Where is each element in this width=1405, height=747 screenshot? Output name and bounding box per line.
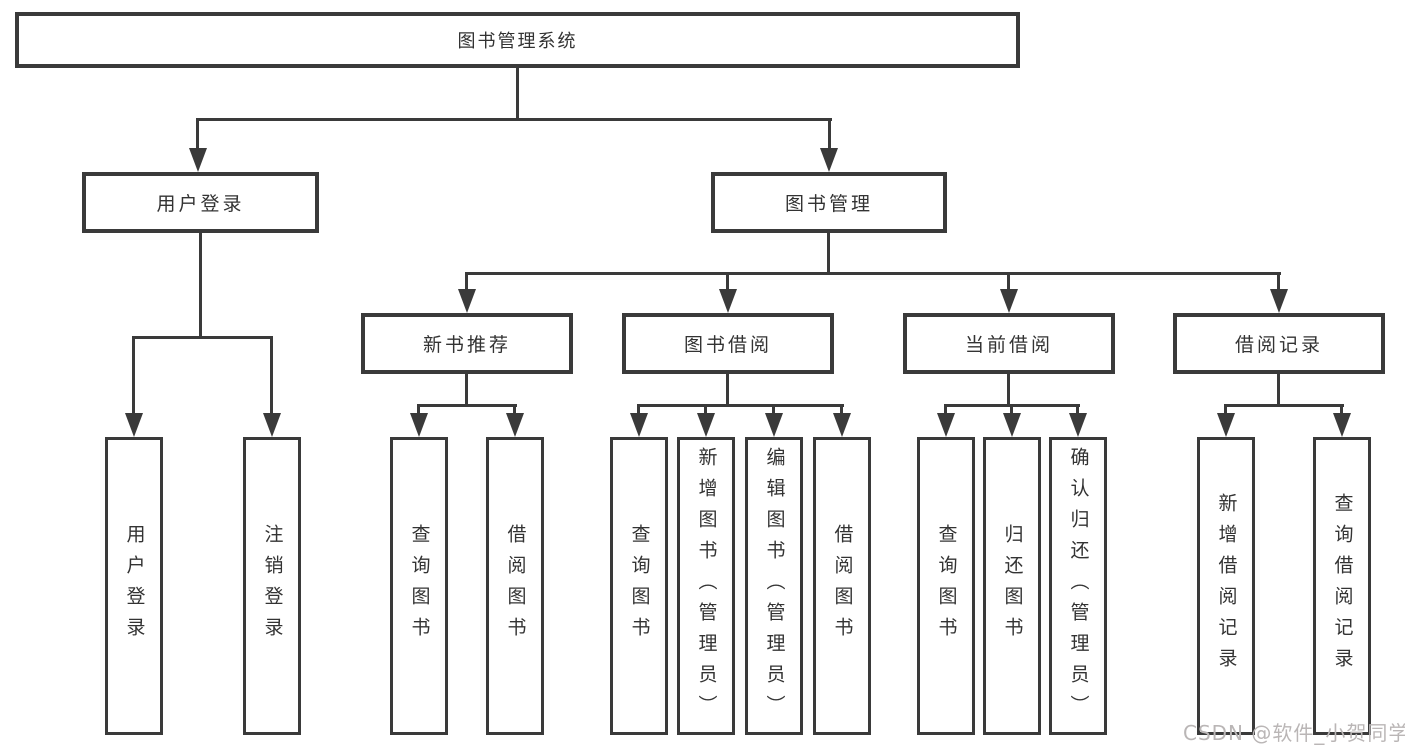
arrow-down-icon <box>697 413 715 437</box>
leaf-query-books-3: 查询图书 <box>917 437 975 735</box>
connector-line <box>1007 272 1010 292</box>
leaf-label: 查询图书 <box>628 524 651 648</box>
leaf-label: 归还图书 <box>1001 524 1024 648</box>
connector-line <box>417 404 420 416</box>
connector-line <box>827 233 830 272</box>
node-user-login: 用户登录 <box>82 172 319 233</box>
connector-line <box>132 336 273 339</box>
connector-line <box>465 272 1281 275</box>
connector-line <box>726 272 729 292</box>
node-label: 图书管理 <box>784 193 873 215</box>
arrow-down-icon <box>765 413 783 437</box>
connector-line <box>1010 404 1013 416</box>
arrow-down-icon <box>820 148 838 172</box>
leaf-logout: 注销登录 <box>243 437 301 735</box>
arrow-down-icon <box>630 413 648 437</box>
leaf-edit-book-admin: 编辑图书（管理员） <box>745 437 803 735</box>
node-label: 用户登录 <box>156 193 245 215</box>
leaf-query-borrow-record: 查询借阅记录 <box>1313 437 1371 735</box>
arrow-down-icon <box>1217 413 1235 437</box>
leaf-label: 借阅图书 <box>831 524 854 648</box>
leaf-label: 用户登录 <box>123 524 146 648</box>
leaf-add-book-admin: 新增图书（管理员） <box>677 437 735 735</box>
node-label: 当前借阅 <box>964 334 1053 356</box>
arrow-down-icon <box>833 413 851 437</box>
arrow-down-icon <box>263 413 281 437</box>
arrow-down-icon <box>1000 289 1018 313</box>
arrow-down-icon <box>937 413 955 437</box>
leaf-add-borrow-record: 新增借阅记录 <box>1197 437 1255 735</box>
node-book-management: 图书管理 <box>711 172 947 233</box>
leaf-label: 确认归还（管理员） <box>1067 446 1090 726</box>
leaf-label: 新增图书（管理员） <box>695 446 718 726</box>
connector-line <box>196 118 832 121</box>
connector-line <box>199 233 202 336</box>
connector-line <box>513 404 516 416</box>
node-new-book-recommendation: 新书推荐 <box>361 313 573 374</box>
connector-line <box>840 404 843 416</box>
leaf-confirm-return-admin: 确认归还（管理员） <box>1049 437 1107 735</box>
leaf-user-login: 用户登录 <box>105 437 163 735</box>
node-label: 新书推荐 <box>422 334 511 356</box>
connector-line <box>1277 272 1280 292</box>
leaf-borrow-books: 借阅图书 <box>486 437 544 735</box>
connector-line <box>1224 404 1344 407</box>
connector-line <box>465 374 468 407</box>
node-label: 借阅记录 <box>1234 334 1323 356</box>
connector-line <box>516 68 519 118</box>
leaf-label: 新增借阅记录 <box>1215 493 1238 679</box>
arrow-down-icon <box>1069 413 1087 437</box>
node-current-borrowing: 当前借阅 <box>903 313 1115 374</box>
node-root-library-system: 图书管理系统 <box>15 12 1020 68</box>
node-borrowing-records: 借阅记录 <box>1173 313 1385 374</box>
csdn-watermark: CSDN @软件_小贺同学 <box>1183 721 1405 745</box>
arrow-down-icon <box>506 413 524 437</box>
arrow-down-icon <box>410 413 428 437</box>
connector-line <box>196 118 199 151</box>
arrow-down-icon <box>1333 413 1351 437</box>
arrow-down-icon <box>125 413 143 437</box>
connector-line <box>726 374 729 407</box>
leaf-query-books: 查询图书 <box>390 437 448 735</box>
arrow-down-icon <box>1003 413 1021 437</box>
leaf-label: 查询借阅记录 <box>1331 493 1354 679</box>
connector-line <box>417 404 517 407</box>
connector-line <box>828 118 831 151</box>
connector-line <box>944 404 947 416</box>
connector-line <box>637 404 844 407</box>
connector-line <box>637 404 640 416</box>
leaf-label: 注销登录 <box>261 524 284 648</box>
leaf-label: 查询图书 <box>408 524 431 648</box>
arrow-down-icon <box>458 289 476 313</box>
leaf-label: 编辑图书（管理员） <box>763 446 786 726</box>
connector-line <box>1277 374 1280 407</box>
connector-line <box>1007 374 1010 407</box>
connector-line <box>1224 404 1227 416</box>
leaf-label: 查询图书 <box>935 524 958 648</box>
connector-line <box>1076 404 1079 416</box>
node-book-borrowing: 图书借阅 <box>622 313 834 374</box>
connector-line <box>1340 404 1343 416</box>
leaf-borrow-books-2: 借阅图书 <box>813 437 871 735</box>
leaf-return-book: 归还图书 <box>983 437 1041 735</box>
connector-line <box>465 272 468 292</box>
leaf-label: 借阅图书 <box>504 524 527 648</box>
connector-line <box>772 404 775 416</box>
arrow-down-icon <box>1270 289 1288 313</box>
connector-line <box>132 336 135 415</box>
arrow-down-icon <box>719 289 737 313</box>
node-label: 图书借阅 <box>683 334 772 356</box>
node-label: 图书管理系统 <box>457 31 578 52</box>
connector-line <box>704 404 707 416</box>
leaf-query-books-2: 查询图书 <box>610 437 668 735</box>
connector-line <box>270 336 273 415</box>
arrow-down-icon <box>189 148 207 172</box>
